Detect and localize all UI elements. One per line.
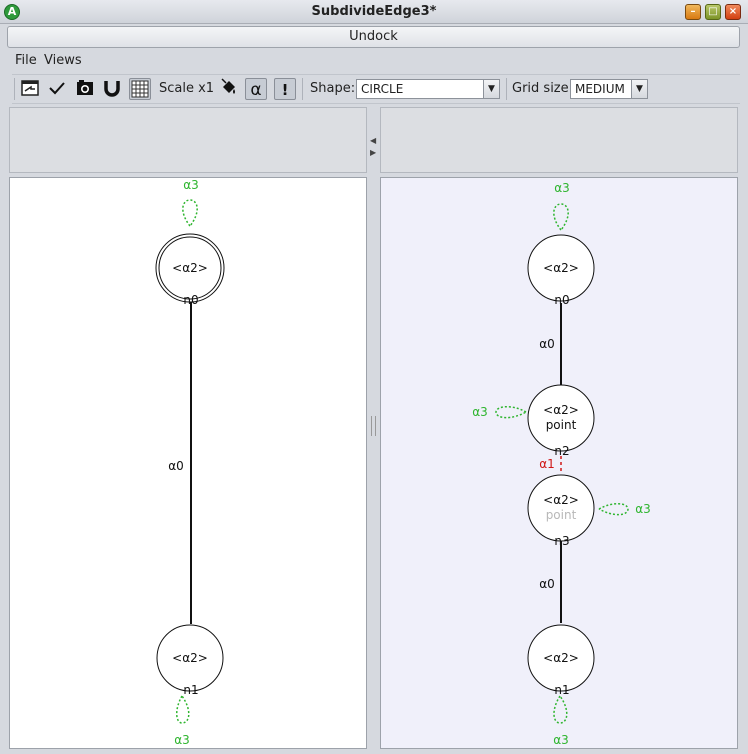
graph-node-n1[interactable]: <α2> n1 bbox=[527, 624, 595, 697]
node-id: n0 bbox=[183, 293, 198, 307]
toolbar: Scale x1 α ! Shape: CIRCLE ▼ Grid size: … bbox=[12, 74, 740, 104]
loop-label: α3 bbox=[183, 178, 199, 192]
loop-n3[interactable]: α3 bbox=[598, 502, 651, 516]
node-label: <α2> bbox=[543, 261, 579, 275]
menu-views[interactable]: Views bbox=[44, 53, 82, 68]
node-id: n3 bbox=[554, 534, 569, 548]
node-label: <α2> bbox=[543, 493, 579, 507]
right-info-panel bbox=[380, 107, 738, 173]
loop-n0[interactable]: α3 bbox=[553, 181, 570, 231]
loop-n1[interactable]: α3 bbox=[553, 695, 569, 747]
window-titlebar: A SubdivideEdge3* – □ × bbox=[0, 0, 748, 24]
split-pane-divider[interactable] bbox=[371, 416, 376, 436]
window-title: SubdivideEdge3* bbox=[311, 4, 437, 19]
loop-label: α3 bbox=[554, 181, 570, 195]
alpha-toggle-button[interactable]: α bbox=[245, 78, 267, 100]
node-label: <α2> bbox=[172, 651, 208, 665]
warning-toggle-button[interactable]: ! bbox=[274, 78, 296, 100]
grid-size-label: Grid size: bbox=[512, 81, 574, 96]
node-label: <α2> bbox=[172, 261, 208, 275]
right-graph-canvas[interactable]: α3 α0 α1 α0 <α2> n0 <α2> point n2 α3 <α2… bbox=[380, 177, 738, 749]
collapse-right-arrow-icon[interactable]: ▶ bbox=[370, 148, 377, 157]
loop-label: α3 bbox=[635, 502, 651, 516]
undock-button[interactable]: Undock bbox=[7, 26, 740, 48]
graph-node-n0[interactable]: <α2> n0 bbox=[155, 233, 225, 307]
edge-label: α0 bbox=[168, 459, 184, 473]
left-graph-canvas[interactable]: α3 α0 <α2> n0 <α2> n1 α3 bbox=[9, 177, 367, 749]
export-icon[interactable] bbox=[19, 78, 41, 100]
graph-node-n1[interactable]: <α2> n1 bbox=[156, 624, 224, 697]
loop-label: α3 bbox=[174, 733, 190, 747]
chevron-down-icon[interactable]: ▼ bbox=[631, 80, 647, 98]
grid-icon[interactable] bbox=[129, 78, 151, 100]
loop-n1[interactable]: α3 bbox=[174, 695, 190, 747]
chevron-down-icon[interactable]: ▼ bbox=[483, 80, 499, 98]
loop-n0[interactable]: α3 bbox=[182, 178, 199, 227]
toolbar-separator bbox=[506, 78, 507, 100]
toolbar-separator bbox=[302, 78, 303, 100]
app-logo-icon: A bbox=[4, 4, 20, 20]
node-sublabel: point bbox=[546, 418, 577, 432]
grid-size-select[interactable]: MEDIUM ▼ bbox=[570, 79, 648, 99]
paint-bucket-icon[interactable] bbox=[218, 78, 240, 100]
edge-label: α1 bbox=[539, 457, 555, 471]
graph-node-n0[interactable]: <α2> n0 bbox=[527, 234, 595, 307]
grid-size-select-value: MEDIUM bbox=[575, 82, 625, 96]
toolbar-separator bbox=[14, 78, 15, 100]
node-label: <α2> bbox=[543, 651, 579, 665]
shape-select[interactable]: CIRCLE ▼ bbox=[356, 79, 500, 99]
node-id: n2 bbox=[554, 444, 569, 458]
left-info-panel bbox=[9, 107, 367, 173]
node-id: n0 bbox=[554, 293, 569, 307]
edge-label: α0 bbox=[539, 337, 555, 351]
graph-node-n3[interactable]: <α2> point n3 bbox=[527, 474, 595, 548]
node-id: n1 bbox=[554, 683, 569, 697]
node-id: n1 bbox=[183, 683, 198, 697]
menu-file[interactable]: File bbox=[15, 53, 37, 68]
collapse-left-arrow-icon[interactable]: ◀ bbox=[370, 136, 377, 145]
shape-label: Shape: bbox=[310, 81, 356, 96]
graph-node-n2[interactable]: <α2> point n2 bbox=[527, 384, 595, 458]
menu-bar: File Views bbox=[7, 52, 740, 72]
node-sublabel: point bbox=[546, 508, 577, 522]
maximize-button[interactable]: □ bbox=[705, 4, 721, 20]
close-button[interactable]: × bbox=[725, 4, 741, 20]
loop-label: α3 bbox=[472, 405, 488, 419]
loop-label: α3 bbox=[553, 733, 569, 747]
camera-icon[interactable] bbox=[74, 78, 96, 100]
shape-select-value: CIRCLE bbox=[361, 82, 404, 96]
scale-label[interactable]: Scale x1 bbox=[159, 81, 215, 96]
node-label: <α2> bbox=[543, 403, 579, 417]
magnet-icon[interactable] bbox=[101, 78, 123, 100]
edge-label: α0 bbox=[539, 577, 555, 591]
minimize-button[interactable]: – bbox=[685, 4, 701, 20]
check-icon[interactable] bbox=[46, 78, 68, 100]
loop-n2[interactable]: α3 bbox=[472, 405, 527, 419]
